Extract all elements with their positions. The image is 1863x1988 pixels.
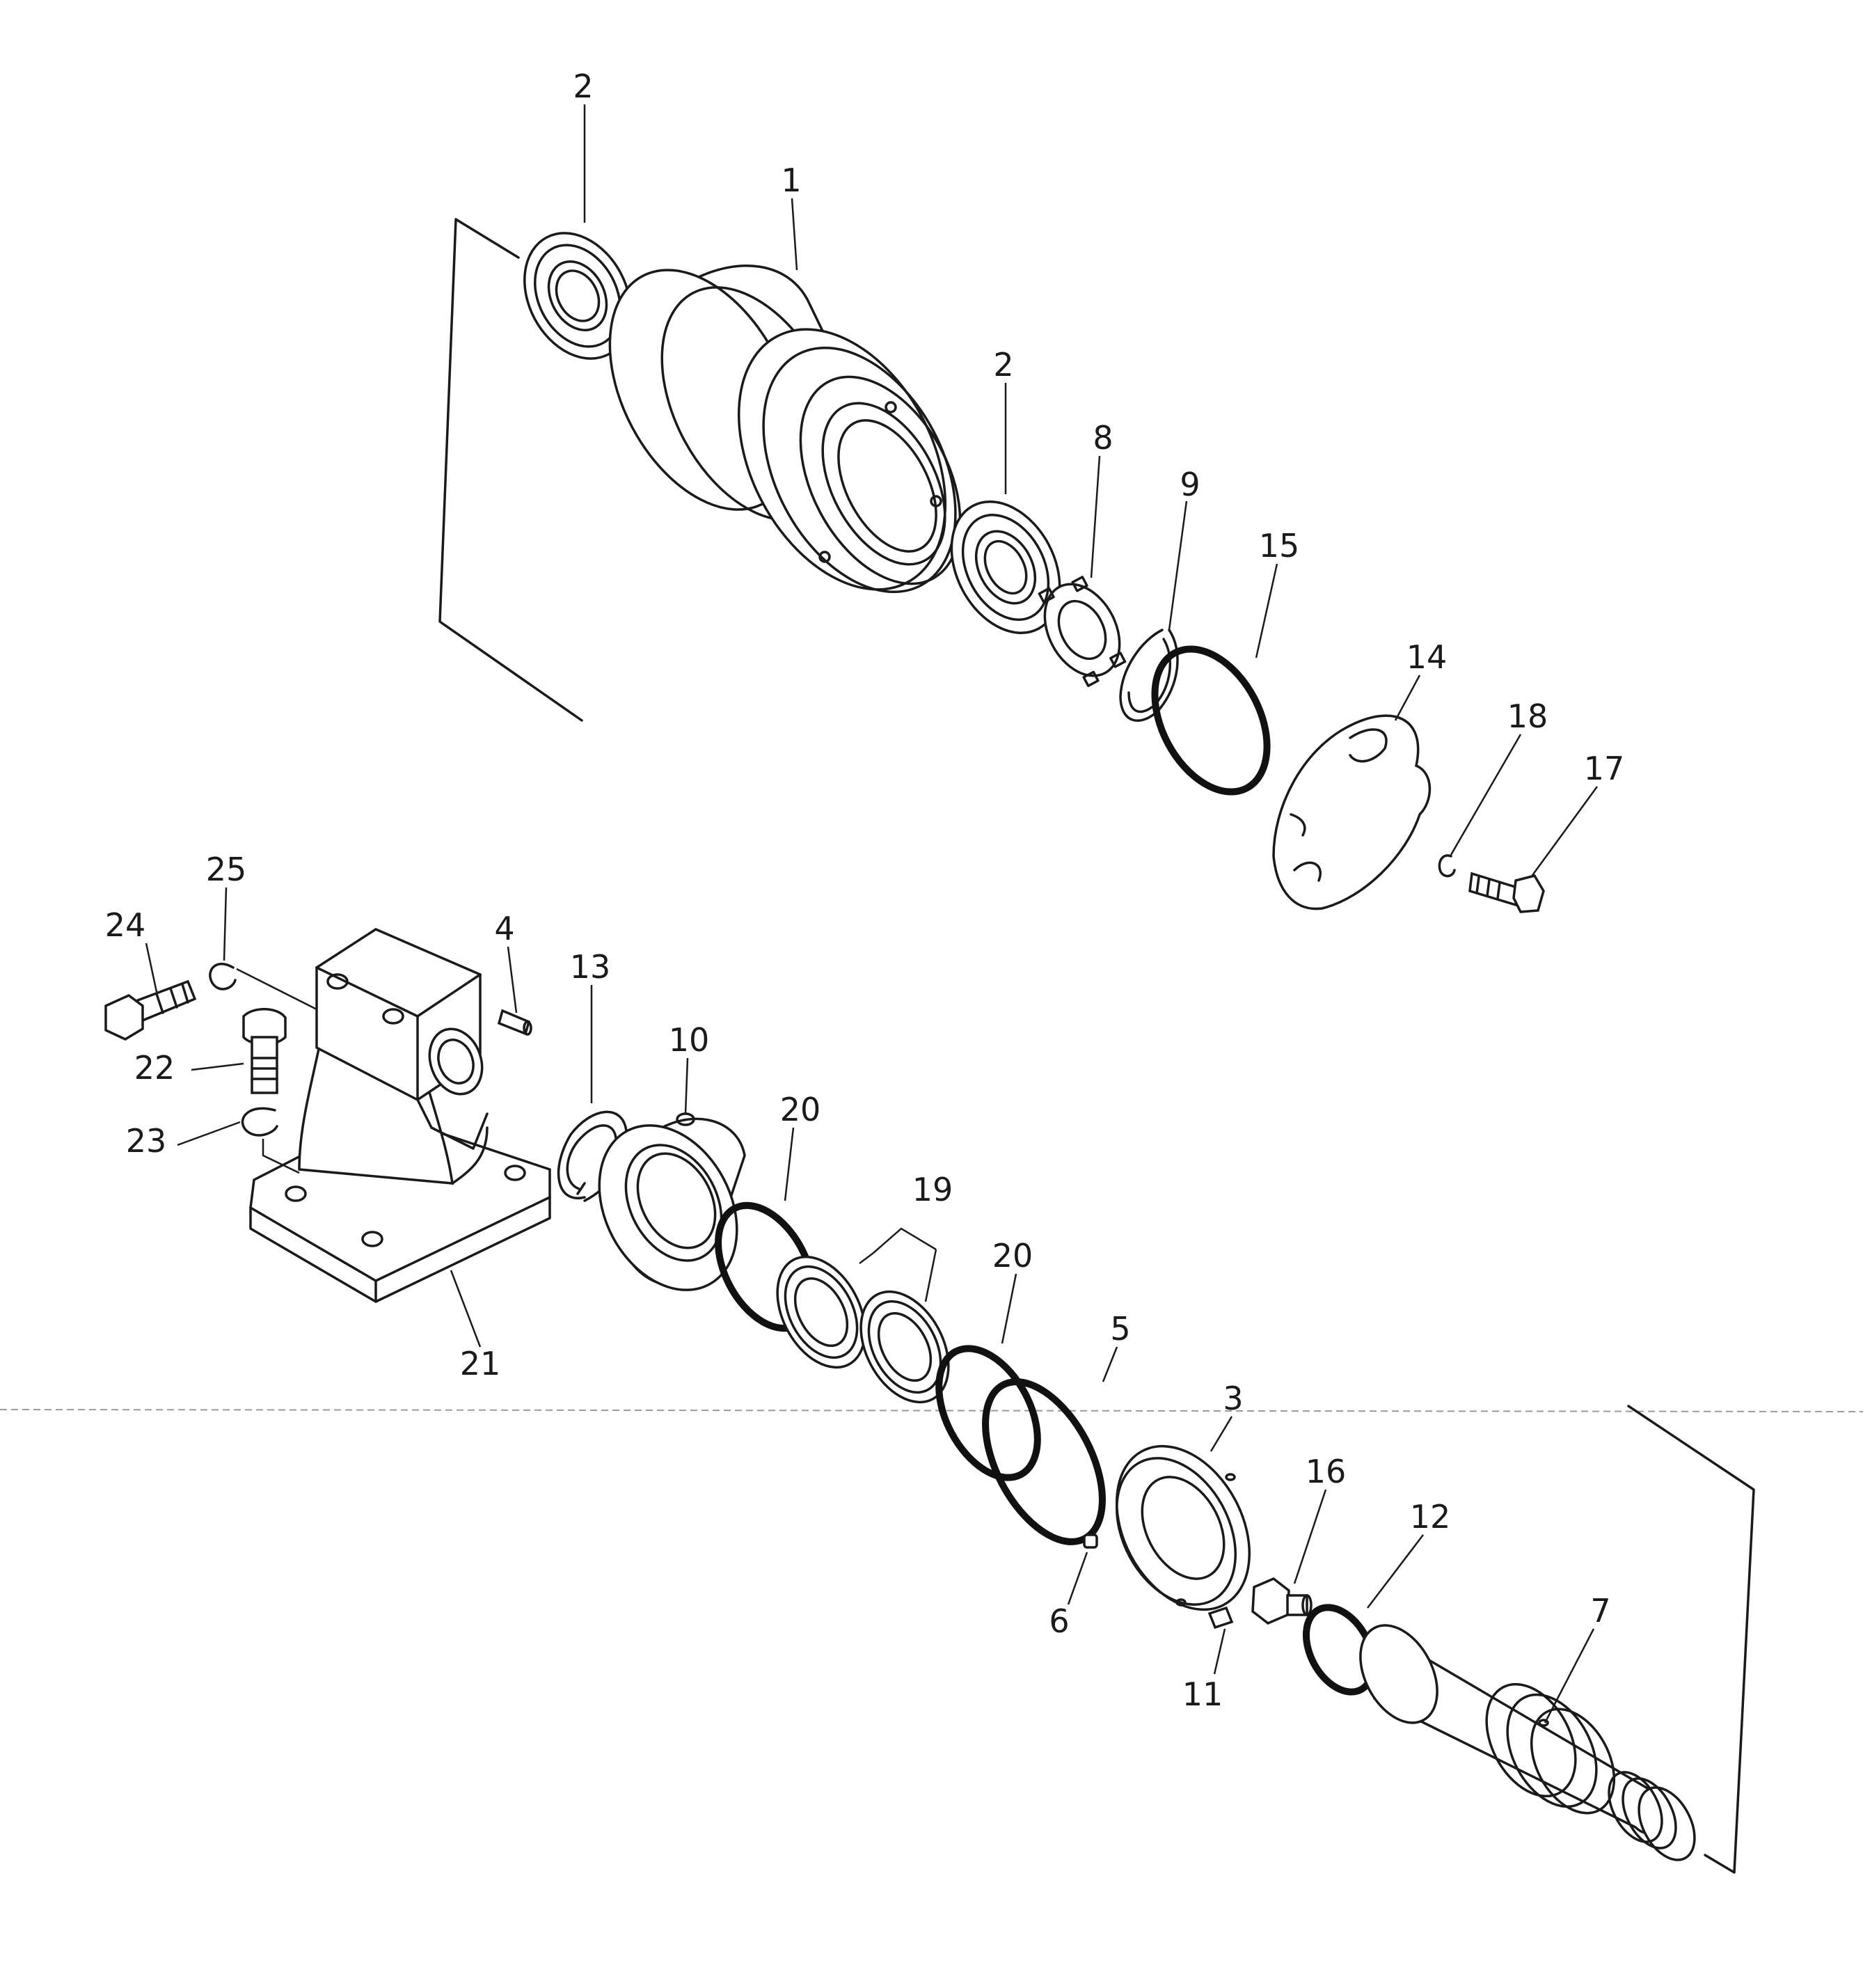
washer-18 xyxy=(1438,854,1456,878)
callout-17: 17 xyxy=(1584,750,1625,787)
callout-21: 21 xyxy=(460,1345,501,1382)
callout-1: 1 xyxy=(781,161,801,199)
bearing-right xyxy=(950,500,1061,634)
washer-25 xyxy=(209,963,237,991)
o-ring-15 xyxy=(1151,645,1271,796)
slotted-nut xyxy=(1038,576,1127,688)
callout-20-lower: 20 xyxy=(992,1237,1033,1275)
scan-line xyxy=(0,1409,1863,1412)
callout-10: 10 xyxy=(669,1021,710,1059)
leader-19b xyxy=(924,1249,937,1302)
callout-2-right: 2 xyxy=(993,346,1013,384)
floating-seal-a xyxy=(776,1255,866,1369)
callout-23: 23 xyxy=(126,1122,167,1160)
bolt-24 xyxy=(104,979,197,1041)
callout-14: 14 xyxy=(1406,638,1448,676)
leader-25-housing xyxy=(236,968,317,1011)
bolt-22 xyxy=(242,1007,287,1094)
callout-2-left: 2 xyxy=(573,68,593,105)
callout-9: 9 xyxy=(1180,466,1200,503)
bracket-19 xyxy=(873,1227,937,1254)
leader-19a xyxy=(859,1252,874,1264)
pin-4 xyxy=(497,1009,532,1036)
plug-6 xyxy=(1083,1533,1098,1549)
snap-ring-13-inner xyxy=(566,1124,617,1190)
callout-11: 11 xyxy=(1182,1675,1223,1713)
leader-lines xyxy=(145,104,1599,1723)
callout-25: 25 xyxy=(206,851,247,888)
assembly-bracket-top xyxy=(438,218,583,722)
shaft-7 xyxy=(1359,1624,1696,1861)
callout-labels: 2 1 2 8 9 15 14 18 17 25 24 4 13 10 20 2… xyxy=(105,68,1625,1713)
callout-13: 13 xyxy=(570,948,611,986)
roller xyxy=(608,265,962,594)
callout-4: 4 xyxy=(494,910,514,947)
plug-bolt-16 xyxy=(1251,1577,1313,1625)
seal-housing-10 xyxy=(598,1112,746,1291)
snap-ring-13-gap xyxy=(576,1182,586,1195)
floating-seal-b xyxy=(859,1290,950,1404)
callout-18: 18 xyxy=(1507,697,1548,735)
callout-6: 6 xyxy=(1049,1602,1069,1640)
assembly-bracket-bottom xyxy=(1627,1405,1755,1874)
callout-16: 16 xyxy=(1306,1453,1347,1490)
washer-23 xyxy=(241,1107,278,1137)
bearing-left xyxy=(523,232,632,360)
snap-ring-9 xyxy=(1119,629,1179,722)
bracket-housing xyxy=(249,928,551,1303)
pin-11 xyxy=(1207,1606,1234,1630)
callout-12: 12 xyxy=(1410,1498,1451,1536)
callout-8: 8 xyxy=(1093,419,1113,457)
collar-3 xyxy=(1115,1444,1251,1611)
callout-7: 7 xyxy=(1590,1592,1610,1630)
snap-ring-9-inner xyxy=(1127,638,1172,713)
callout-3: 3 xyxy=(1223,1380,1243,1417)
o-ring-5 xyxy=(982,1378,1106,1545)
callout-22: 22 xyxy=(134,1049,175,1087)
callout-19: 19 xyxy=(912,1171,953,1208)
bolt-17 xyxy=(1468,871,1545,913)
callout-24: 24 xyxy=(105,906,146,944)
callout-15: 15 xyxy=(1259,527,1300,565)
leader-23-housing xyxy=(262,1139,300,1174)
o-ring-20b xyxy=(935,1345,1041,1481)
callout-20-upper: 20 xyxy=(780,1091,821,1128)
callout-5: 5 xyxy=(1110,1310,1130,1348)
end-cover xyxy=(1272,714,1432,910)
